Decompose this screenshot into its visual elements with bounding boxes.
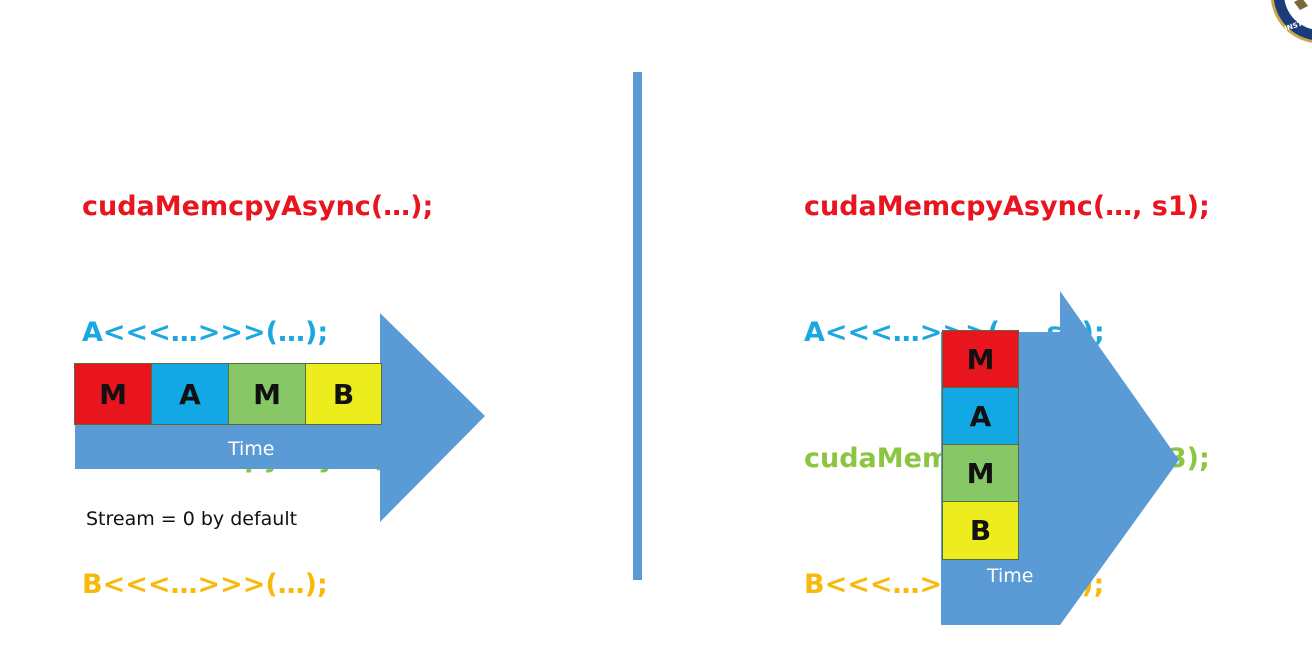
stream-note: Stream = 0 by default (86, 508, 298, 530)
code-line: B<<<…>>>(…); (82, 569, 328, 600)
left-block-a: A (151, 363, 229, 425)
center-divider (633, 72, 642, 580)
right-block-m1: M (942, 330, 1019, 388)
right-time-label: Time (987, 565, 1034, 587)
right-block-a: A (942, 387, 1019, 445)
code-line: cudaMemcpyAsync(…, s1); (804, 191, 1210, 222)
right-block-m2: M (942, 444, 1019, 502)
code-line: A<<<…>>>(…); (82, 317, 329, 348)
seal-emblem (1294, 0, 1308, 10)
code-line: cudaMemcpyAsync(…); (82, 191, 434, 222)
left-block-m1: M (74, 363, 152, 425)
right-block-b: B (942, 501, 1019, 560)
left-time-label: Time (228, 438, 275, 460)
institute-seal-logo: GIA INSTITUTE O (1268, 0, 1312, 43)
left-block-b: B (305, 363, 382, 425)
left-block-m2: M (228, 363, 306, 425)
